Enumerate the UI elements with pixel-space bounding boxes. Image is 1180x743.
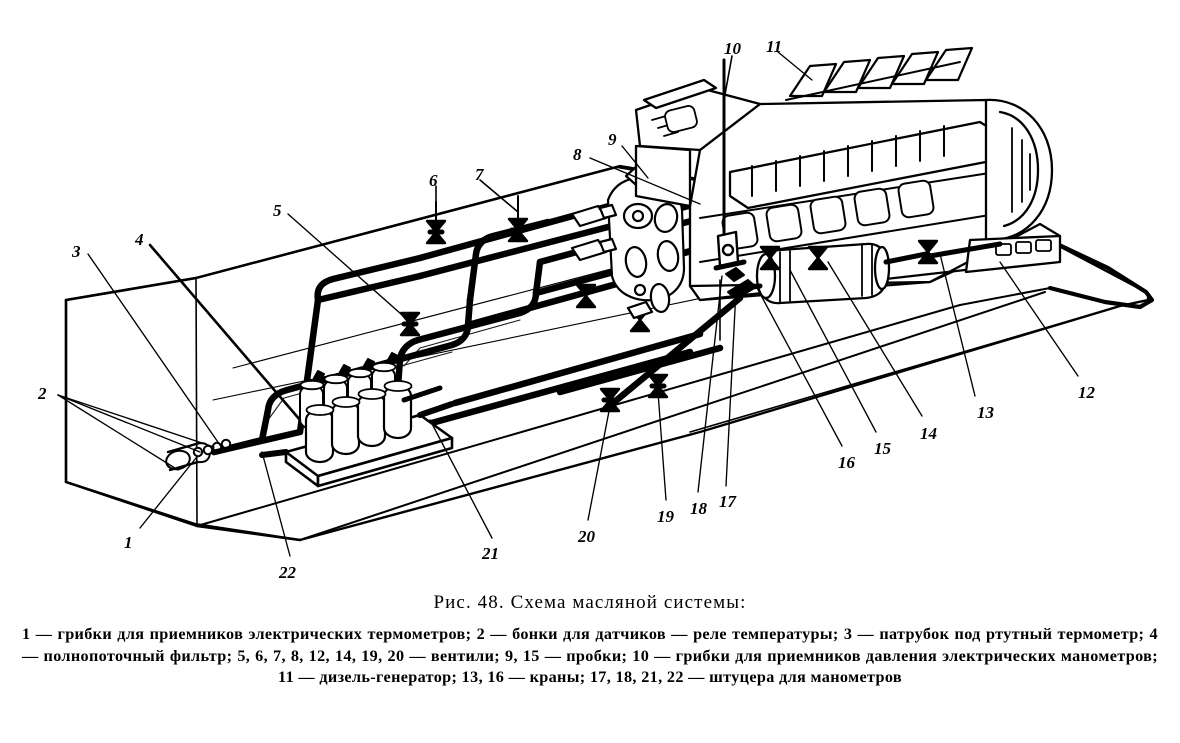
callout-18: 18	[690, 499, 707, 518]
callout-13: 13	[977, 403, 994, 422]
figure-title: Рис. 48. Схема масляной системы:	[433, 592, 747, 613]
callout-7: 7	[475, 165, 484, 184]
callout-11: 11	[766, 37, 783, 56]
callout-16: 16	[838, 453, 855, 472]
callout-1: 1	[124, 533, 133, 552]
figure-caption-block: Рис. 48. Схема масляной системы: 1 — гри…	[0, 592, 1180, 689]
oil-system-schematic-figure: 1 2 3 4 5 6 7 8 9 10 11 12 13 14 15 16 1…	[38, 37, 1155, 582]
callout-8: 8	[573, 145, 582, 164]
right-side-valves	[759, 239, 1003, 271]
engine-base-cylinders	[741, 242, 929, 305]
schematic-drawing	[57, 46, 1155, 557]
callout-9: 9	[608, 130, 617, 149]
gauge-standpipe	[713, 58, 757, 341]
callout-2: 2	[38, 384, 47, 403]
callout-15: 15	[874, 439, 891, 458]
engine-side-valve-block	[570, 149, 686, 320]
callout-21: 21	[482, 544, 499, 563]
callout-6: 6	[429, 171, 438, 190]
callout-3: 3	[72, 242, 81, 261]
callout-22: 22	[279, 563, 296, 582]
callout-19: 19	[657, 507, 674, 526]
leader-lines	[57, 51, 1079, 557]
full-flow-oil-filter	[259, 352, 455, 488]
callout-12: 12	[1078, 383, 1095, 402]
callout-20: 20	[578, 527, 595, 546]
callout-14: 14	[920, 424, 937, 443]
figure-legend: 1 — грибки для приемников электрических …	[22, 625, 1158, 687]
callout-4: 4	[135, 230, 144, 249]
callout-10: 10	[724, 39, 741, 58]
callout-5: 5	[273, 201, 282, 220]
callout-17: 17	[719, 492, 736, 511]
diesel-generator-unit	[634, 46, 1062, 302]
